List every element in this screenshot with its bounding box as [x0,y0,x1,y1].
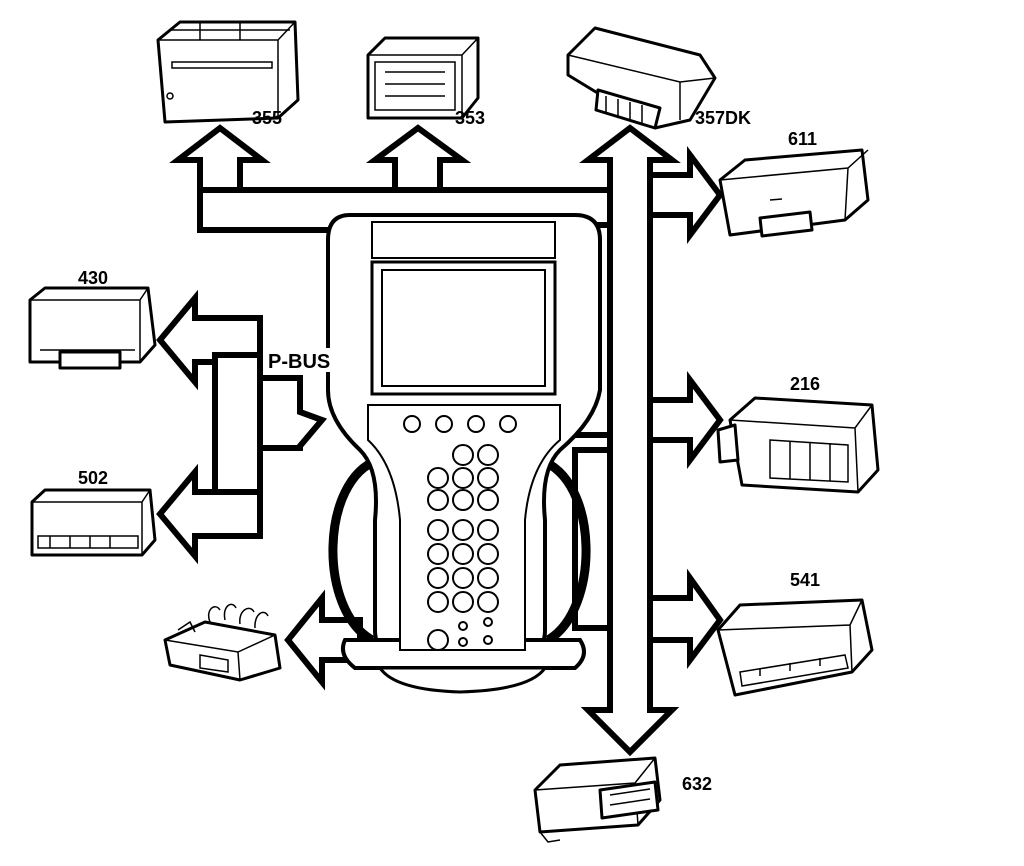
pbus-label: P-BUS [268,351,330,373]
key [427,567,449,589]
module-541: 541 [716,570,874,697]
arrow-to-611 [647,146,724,244]
function-key-2 [435,415,453,433]
key [452,489,474,511]
arrow-to-502 [156,463,263,565]
scan-tool-icon [326,213,602,694]
key [427,629,449,651]
function-key-3 [467,415,485,433]
module-430: 430 [28,268,157,370]
cable-left-loop [328,455,380,644]
key [458,621,468,631]
function-key-1 [403,415,421,433]
module-label-216: 216 [790,374,820,394]
key [452,444,474,466]
arrow-to-216 [647,371,724,469]
scan-tool-header [371,221,556,259]
module-502: 502 [30,468,157,557]
key [452,567,474,589]
module-label-353: 353 [455,108,485,128]
key [427,543,449,565]
module-611: 611 [718,129,870,238]
module-355: 355 [156,20,300,128]
module-label-357DK: 357DK [695,108,751,128]
key [427,591,449,613]
key [477,467,499,489]
key [452,467,474,489]
diagnostic-connector-icon [163,603,282,682]
key [427,467,449,489]
key [452,519,474,541]
module-label-430: 430 [78,268,108,288]
module-357DK: 357DK [566,26,751,130]
key [477,444,499,466]
main-bus-trunk [579,124,681,757]
arrow-to-353 [365,124,472,198]
module-353: 353 [366,36,485,128]
arrow-to-430 [156,289,263,391]
pbus-label-bg [266,348,334,372]
key [477,567,499,589]
module-label-632: 632 [682,774,712,794]
module-label-355: 355 [252,108,282,128]
key [483,617,493,627]
module-label-611: 611 [788,129,817,149]
key [483,635,493,645]
scan-tool-screen-inner [381,269,546,387]
cable-right-loop [538,455,591,644]
arrow-to-541 [647,568,724,669]
key [477,489,499,511]
key [452,591,474,613]
module-632: 632 [533,756,712,843]
key [427,519,449,541]
key [477,591,499,613]
scan-tool-foot [377,666,548,694]
function-key-4 [499,415,517,433]
key [477,519,499,541]
key [458,637,468,647]
key [477,543,499,565]
key [452,543,474,565]
pbus-connector [257,375,328,451]
keypad-keys [427,444,499,651]
key [427,489,449,511]
module-label-541: 541 [790,570,820,590]
module-label-502: 502 [78,468,108,488]
module-216: 216 [716,374,880,494]
